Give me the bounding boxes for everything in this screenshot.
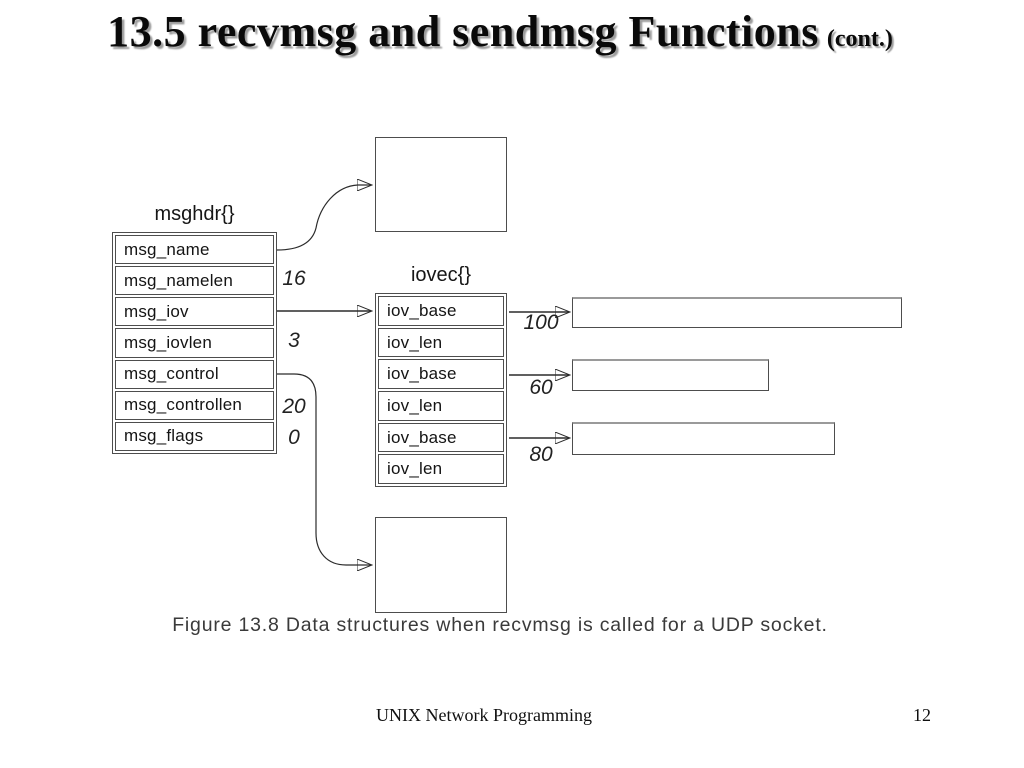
buffer-length-label-1: 100 (523, 311, 559, 334)
row-msg-controllen: msg_controllen (115, 390, 274, 420)
row-iov-base-3: iov_base (378, 422, 504, 453)
buffer-box-1 (572, 297, 902, 328)
buffer-length-label-3: 80 (529, 443, 553, 466)
value-msg-iovlen: 3 (288, 329, 300, 352)
msg-name-target-box (375, 137, 507, 232)
figure-caption: Figure 13.8 Data structures when recvmsg… (172, 614, 828, 636)
msghdr-struct-label: msghdr{} (154, 203, 235, 225)
iovec-table: iov_base iov_len iov_base iov_len iov_ba… (375, 293, 507, 487)
arrow-msg-name-to-box (276, 185, 371, 251)
msg-control-target-box (375, 517, 507, 613)
iovec-struct-label: iovec{} (410, 264, 472, 286)
row-iov-len-3: iov_len (378, 454, 504, 485)
row-msg-iovlen: msg_iovlen (115, 328, 274, 358)
buffer-length-label-2: 60 (529, 376, 553, 399)
slide-title: 13.5 recvmsg and sendmsg Functions (cont.… (0, 6, 1000, 57)
row-iov-base-1: iov_base (378, 296, 504, 326)
row-msg-flags: msg_flags (115, 421, 274, 451)
row-iov-base-2: iov_base (378, 359, 504, 390)
msghdr-table: msg_name msg_namelen msg_iov msg_iovlen … (112, 232, 277, 454)
buffer-box-2 (572, 359, 769, 391)
value-msg-flags: 0 (288, 426, 300, 449)
row-msg-namelen: msg_namelen (115, 266, 274, 296)
value-msg-namelen: 16 (282, 267, 306, 290)
row-iov-len-2: iov_len (378, 391, 504, 421)
footer-page-number: 12 (913, 705, 931, 725)
row-iov-len-1: iov_len (378, 327, 504, 358)
value-msg-controllen: 20 (282, 395, 306, 418)
row-msg-iov: msg_iov (115, 297, 274, 327)
row-msg-name: msg_name (115, 235, 274, 265)
row-msg-control: msg_control (115, 359, 274, 389)
slide-title-cont-suffix: (cont.) (826, 26, 893, 52)
footer-book-title: UNIX Network Programming (376, 705, 592, 725)
slide-title-text: 13.5 recvmsg and sendmsg Functions (107, 7, 819, 56)
buffer-box-3 (572, 422, 835, 455)
